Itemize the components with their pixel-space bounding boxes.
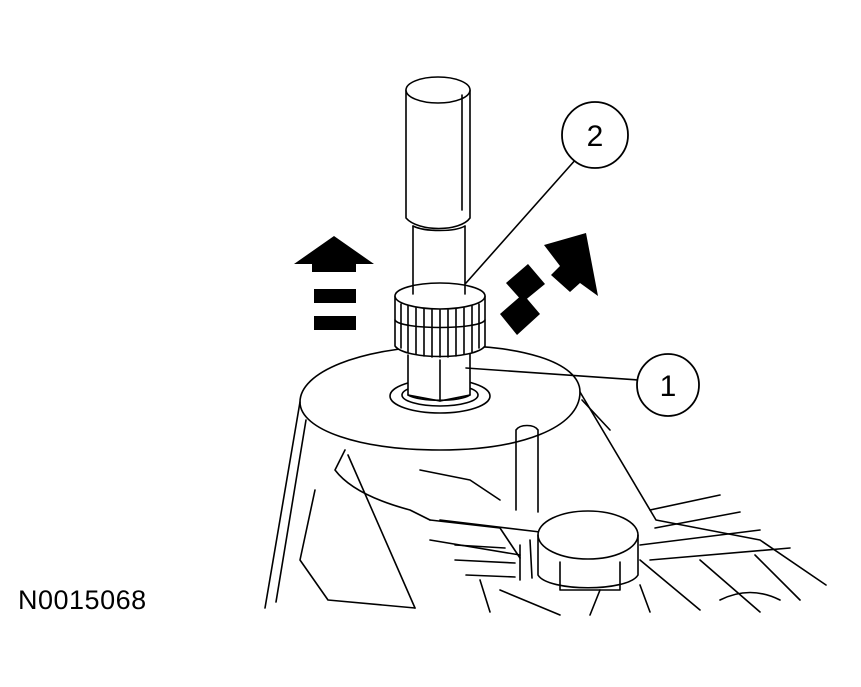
figure-id: N0015068 xyxy=(18,585,147,615)
diagonal-arrow-icon xyxy=(500,233,598,335)
transmission-housing xyxy=(264,345,827,616)
callout-2: 2 xyxy=(561,101,629,169)
leader-line-1 xyxy=(465,367,639,381)
vertical-arrow-icon xyxy=(294,236,374,330)
removal-direction-arrows xyxy=(294,233,598,335)
speedometer-gear xyxy=(394,282,486,358)
leader-line-2 xyxy=(465,157,578,284)
callout-1: 1 xyxy=(636,353,700,417)
removal-tool xyxy=(405,76,471,295)
shaft-square-end xyxy=(407,351,471,402)
callout-2-label: 2 xyxy=(587,120,604,153)
callout-1-label: 1 xyxy=(660,370,677,403)
